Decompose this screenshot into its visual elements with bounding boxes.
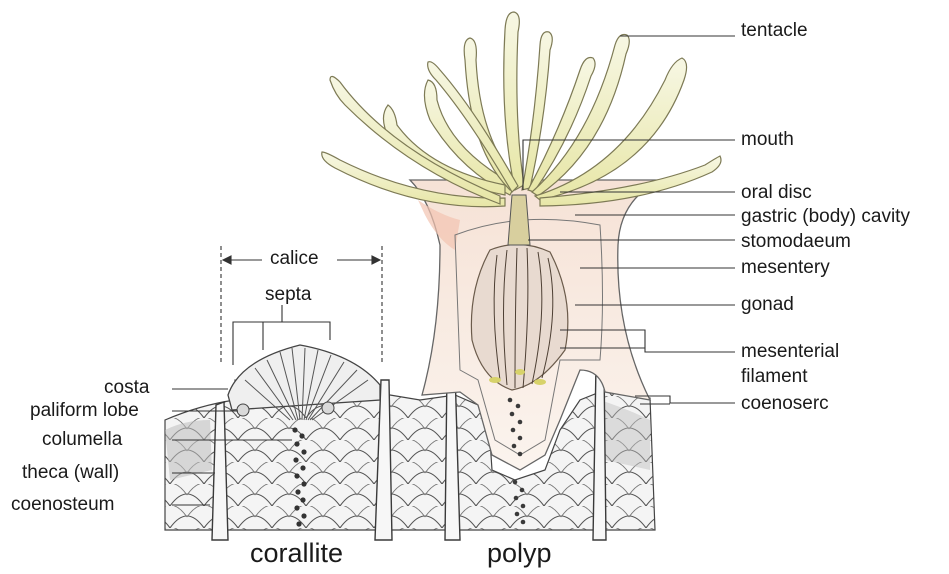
- label-coenosarc: coenoserc: [741, 393, 829, 415]
- label-mesenterial: mesenterial: [741, 341, 839, 363]
- label-costa: costa: [104, 377, 149, 399]
- label-stomodaeum: stomodaeum: [741, 231, 851, 253]
- label-septa: septa: [265, 284, 311, 306]
- tentacles: [322, 12, 721, 207]
- label-theca: theca (wall): [22, 462, 119, 484]
- label-mesentery: mesentery: [741, 257, 830, 279]
- caption-corallite: corallite: [250, 538, 343, 568]
- caption-polyp: polyp: [487, 538, 552, 568]
- label-mouth: mouth: [741, 129, 794, 151]
- label-filament: filament: [741, 366, 808, 388]
- label-columella: columella: [42, 429, 122, 451]
- label-gonad: gonad: [741, 294, 794, 316]
- label-tentacle: tentacle: [741, 20, 808, 42]
- label-oral-disc: oral disc: [741, 182, 812, 204]
- label-gastric-cavity: gastric (body) cavity: [741, 206, 910, 228]
- label-coenosteum: coenosteum: [11, 494, 115, 516]
- label-paliform-lobe: paliform lobe: [30, 400, 139, 422]
- label-calice: calice: [270, 248, 319, 270]
